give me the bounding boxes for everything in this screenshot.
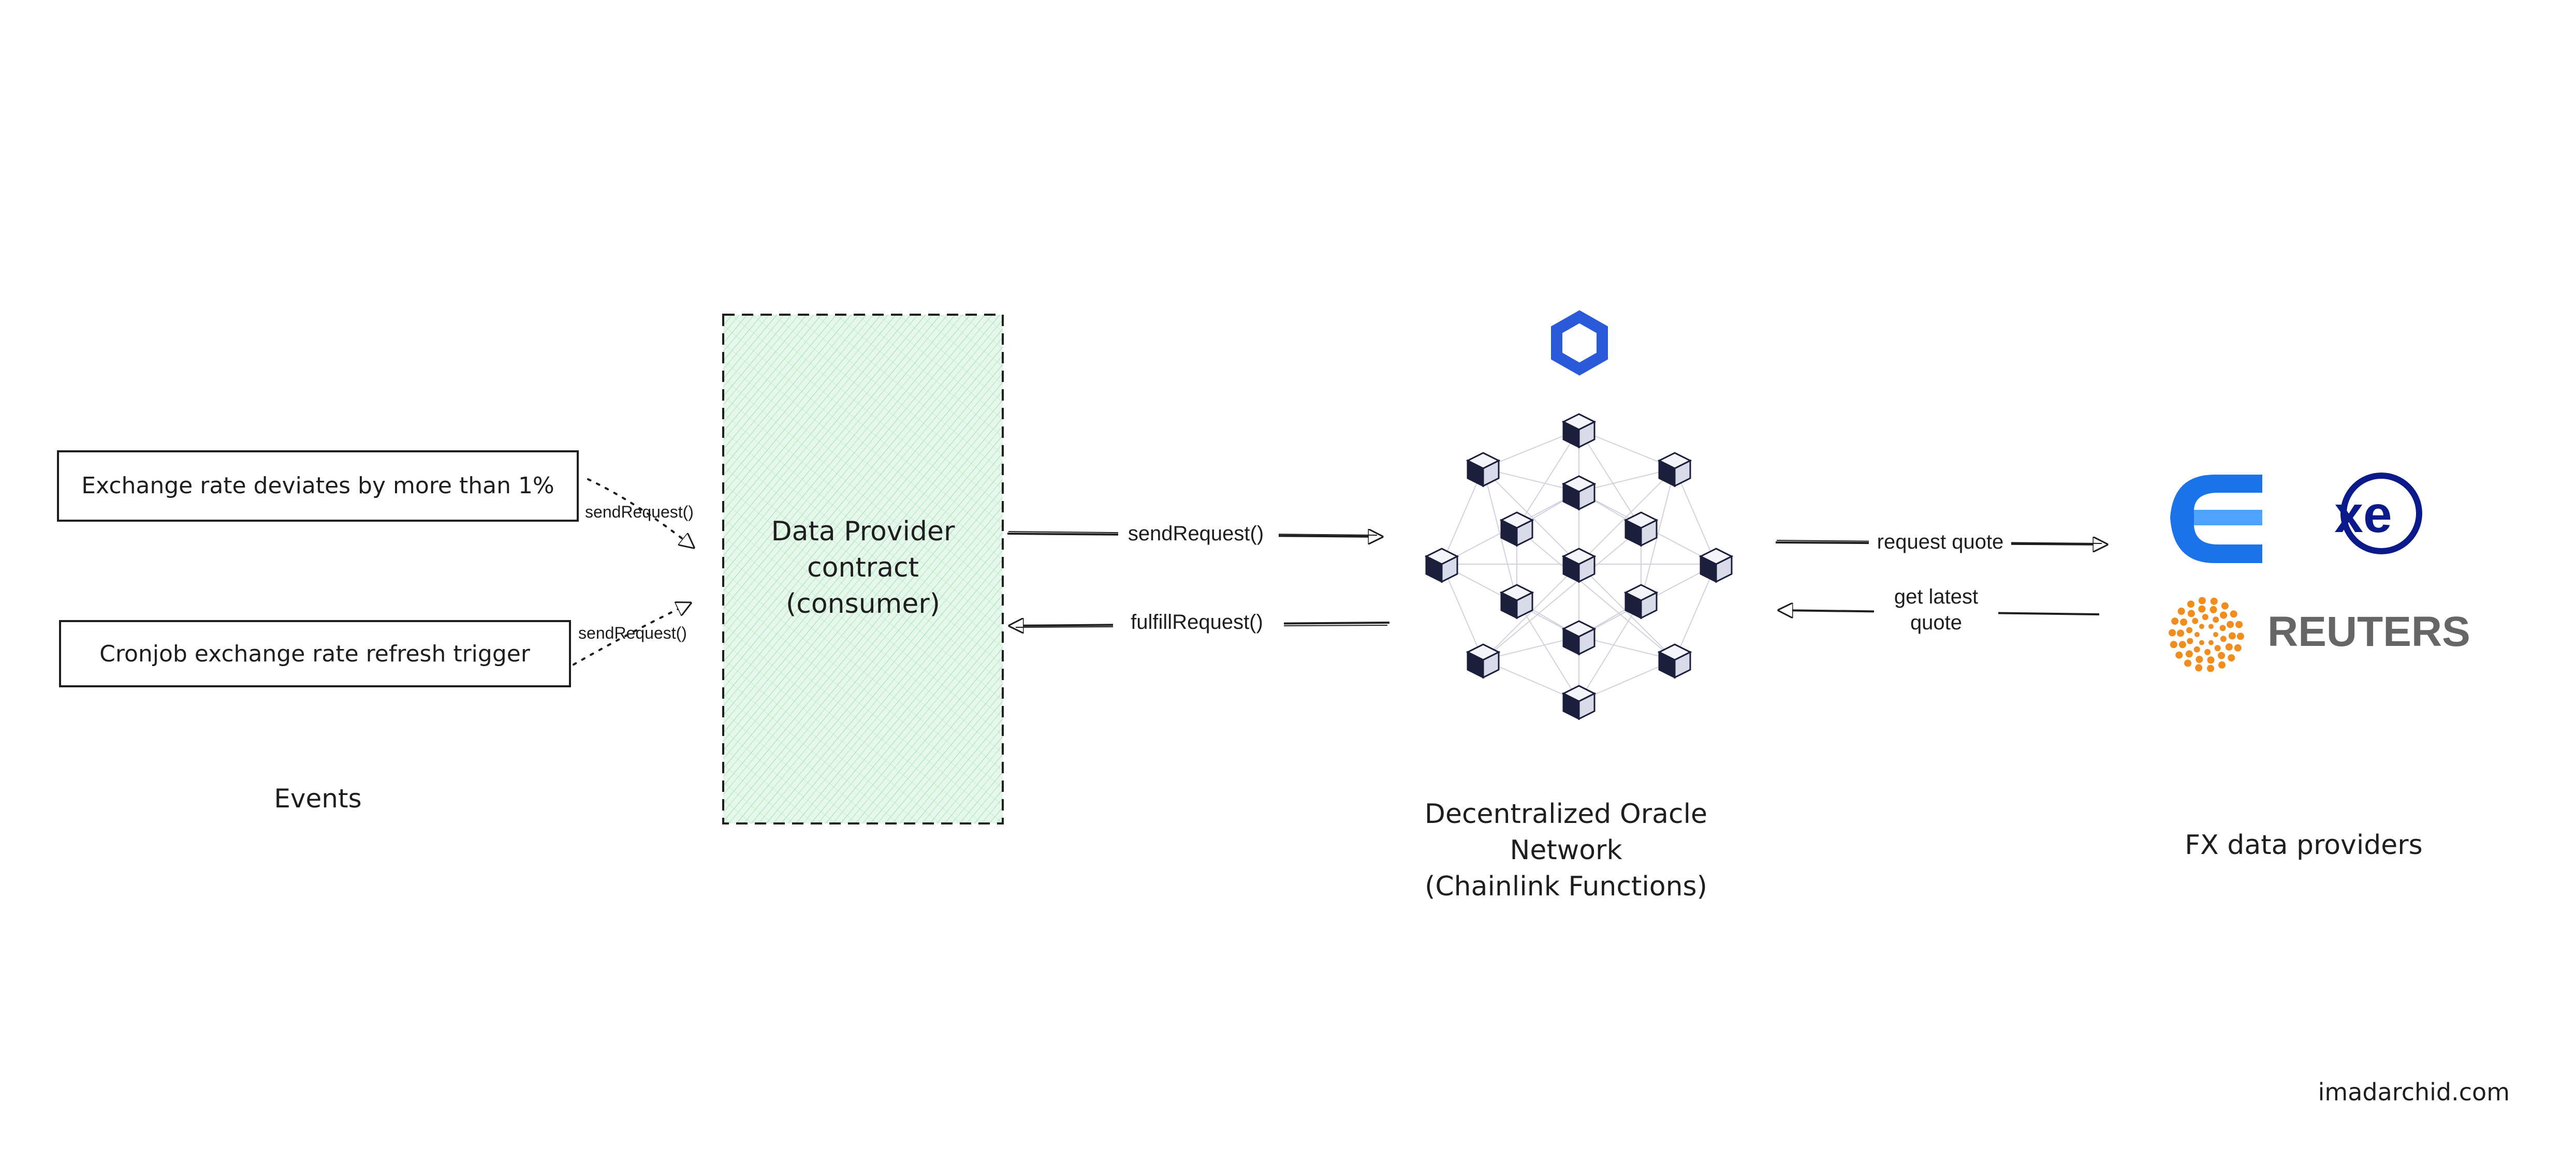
- node-cube-icon: [1624, 584, 1658, 619]
- reuters-dots-icon: [2169, 597, 2244, 672]
- event-box-cronjob: Cronjob exchange rate refresh trigger: [59, 620, 571, 687]
- node-cube-icon: [1562, 548, 1596, 583]
- reuters-dot: [2207, 656, 2215, 664]
- reuters-dot: [2225, 643, 2233, 651]
- reuters-dot: [2169, 629, 2176, 637]
- reuters-dot: [2230, 610, 2237, 618]
- site-watermark: imadarchid.com: [2318, 1078, 2510, 1106]
- reuters-dot: [2187, 610, 2195, 617]
- reuters-dot: [2186, 627, 2193, 634]
- consumer-contract-box: Data Provider contract (consumer): [722, 314, 1004, 824]
- oracle-network-graph: [1425, 413, 1733, 720]
- reuters-dot: [2227, 621, 2234, 628]
- reuters-dot: [2177, 608, 2185, 615]
- reuters-dot: [2194, 632, 2200, 637]
- reuters-dot: [2235, 621, 2243, 628]
- reuters-dot: [2193, 646, 2200, 653]
- reuters-dot: [2185, 650, 2193, 658]
- reuters-dot: [2213, 616, 2219, 623]
- node-cube-icon: [1700, 548, 1733, 583]
- get-latest-label-line1: get latest: [1894, 585, 1978, 608]
- reuters-dot: [2187, 638, 2193, 644]
- node-cube-icon: [1658, 452, 1691, 487]
- reuters-dot: [2218, 652, 2226, 659]
- node-cube-icon: [1562, 475, 1596, 510]
- reuters-dot: [2219, 625, 2226, 631]
- event-box-deviation: Exchange rate deviates by more than 1%: [57, 450, 579, 522]
- reuters-dot: [2208, 624, 2214, 629]
- node-cube-icon: [1425, 548, 1458, 583]
- e-logo-icon: [2170, 475, 2262, 563]
- fulfill-request-label: fulfillRequest(): [1131, 611, 1263, 634]
- providers-caption: FX data providers: [2185, 830, 2422, 861]
- reuters-dot: [2198, 597, 2206, 605]
- reuters-dot: [2192, 617, 2199, 624]
- event2-arrow-label: sendRequest(): [578, 624, 687, 642]
- event1-arrow-label: sendRequest(): [585, 503, 694, 521]
- reuters-dot: [2187, 600, 2194, 608]
- reuters-dot: [2177, 629, 2185, 637]
- event1-arrow: [587, 478, 694, 548]
- reuters-dot: [2234, 644, 2242, 652]
- reuters-dot: [2220, 636, 2227, 642]
- oracle-caption-line1: Decentralized Oracle: [1425, 799, 1707, 830]
- xe-logo: xe: [2334, 473, 2422, 554]
- node-cube-icon: [1500, 511, 1533, 547]
- reuters-dot: [2195, 664, 2203, 672]
- reuters-dot: [2236, 632, 2244, 640]
- consumer-label-line3: (consumer): [786, 588, 940, 620]
- request-quote-label: request quote: [1877, 531, 2004, 553]
- oracle-caption-line2: Network: [1510, 835, 1622, 866]
- reuters-dot: [2210, 597, 2218, 605]
- node-cube-icon: [1562, 685, 1596, 720]
- reuters-dot: [2170, 641, 2177, 649]
- consumer-label-line2: contract: [807, 552, 919, 583]
- reuters-dot: [2196, 656, 2203, 664]
- reuters-logo: REUTERS: [2169, 597, 2470, 672]
- node-cube-icon: [1467, 452, 1500, 487]
- node-cube-icon: [1562, 413, 1596, 448]
- send-request-label: sendRequest(): [1128, 522, 1264, 545]
- reuters-dot: [2199, 624, 2204, 629]
- reuters-dot: [2198, 605, 2206, 613]
- reuters-dot: [2204, 649, 2211, 655]
- xe-logo-text: xe: [2334, 485, 2392, 543]
- reuters-dot: [2208, 640, 2214, 645]
- reuters-dot: [2207, 665, 2215, 672]
- reuters-dot: [2199, 640, 2204, 645]
- node-cube-icon: [1562, 620, 1596, 655]
- reuters-dot: [2171, 617, 2179, 625]
- event-deviation-label: Exchange rate deviates by more than 1%: [81, 473, 554, 499]
- reuters-dot: [2202, 614, 2208, 621]
- node-cube-icon: [1467, 643, 1500, 679]
- consumer-label-line1: Data Provider: [771, 516, 955, 547]
- event-cronjob-label: Cronjob exchange rate refresh trigger: [99, 641, 531, 667]
- reuters-dot: [2221, 602, 2229, 610]
- chainlink-logo-icon: [1551, 310, 1608, 376]
- get-latest-label-line2: quote: [1910, 611, 1962, 634]
- reuters-logo-text: REUTERS: [2267, 608, 2470, 655]
- events-caption: Events: [274, 784, 361, 814]
- reuters-dot: [2180, 618, 2188, 626]
- reuters-dot: [2218, 661, 2226, 669]
- reuters-dot: [2228, 654, 2235, 661]
- reuters-dot: [2220, 611, 2228, 619]
- oracle-caption-line3: (Chainlink Functions): [1425, 871, 1707, 902]
- node-cube-icon: [1500, 584, 1533, 619]
- reuters-dot: [2214, 645, 2221, 652]
- reuters-dot: [2178, 641, 2186, 649]
- reuters-dot: [2213, 632, 2218, 637]
- reuters-dot: [2228, 632, 2236, 640]
- node-cube-icon: [1658, 643, 1691, 679]
- reuters-dot: [2209, 606, 2217, 613]
- node-cube-icon: [1624, 511, 1658, 547]
- reuters-dot: [2175, 651, 2183, 659]
- reuters-dot: [2184, 659, 2192, 667]
